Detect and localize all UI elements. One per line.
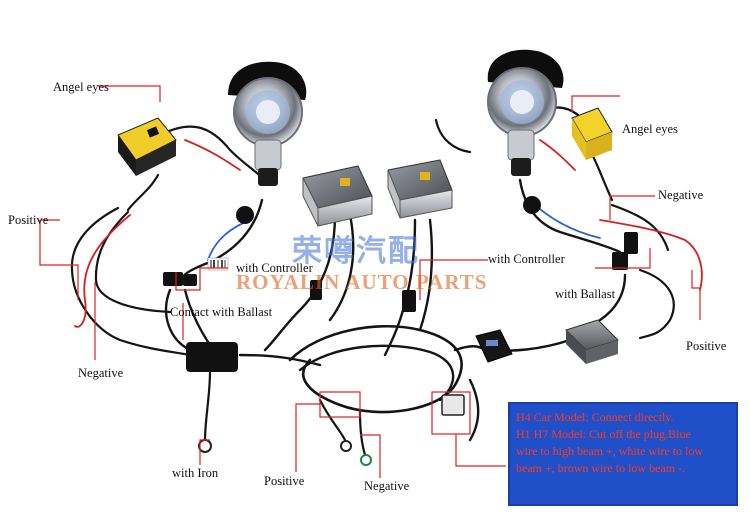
ballast-right (387, 159, 453, 219)
angel-eye-controller-right (571, 107, 613, 160)
label-positive-left: Positive (8, 213, 49, 227)
label-angel-eyes-right: Angel eyes (622, 122, 678, 136)
note-line-2: H1 H7 Model: Cut off the plug.Blue (516, 427, 691, 441)
projector-right (487, 49, 564, 176)
label-with-controller-left: with Controller (236, 261, 313, 275)
watermark-chinese: 荣噂汽配 (292, 234, 420, 269)
label-angel-eyes-left: Angel eyes (53, 80, 109, 94)
plug-barcode (207, 257, 229, 271)
label-positive-bottom: Positive (264, 474, 305, 488)
callout-lines (39, 85, 701, 478)
iron-ring (198, 439, 212, 453)
right-controller (565, 319, 619, 364)
label-with-ballast-right: with Ballast (555, 287, 616, 301)
ring-terminals (340, 440, 372, 466)
note-line-1: H4 Car Model: Connect directly. (516, 410, 674, 424)
connectors (163, 196, 638, 416)
label-negative-bottom: Negative (364, 479, 410, 493)
watermark-english: ROYALIN AUTO PARTS (236, 270, 488, 294)
note-line-4: beam +, brown wire to low beam -. (516, 461, 686, 475)
red-wires (74, 139, 703, 328)
contact-box (186, 342, 238, 372)
label-contact-with-ballast: Contact with Ballast (170, 305, 273, 319)
label-with-controller-right: with Controller (488, 252, 565, 266)
label-with-iron: with Iron (172, 466, 219, 480)
ballast-left (302, 165, 373, 227)
note-line-3: wire to high beam +, white wire to low (516, 444, 704, 458)
relay (475, 329, 513, 363)
angel-eye-controller-left (117, 117, 177, 176)
projector-left (228, 61, 307, 186)
label-negative-right: Negative (658, 188, 704, 202)
label-positive-right: Positive (686, 339, 727, 353)
label-negative-left: Negative (78, 366, 124, 380)
wiring-note-box: H4 Car Model: Connect directly. H1 H7 Mo… (508, 402, 738, 506)
